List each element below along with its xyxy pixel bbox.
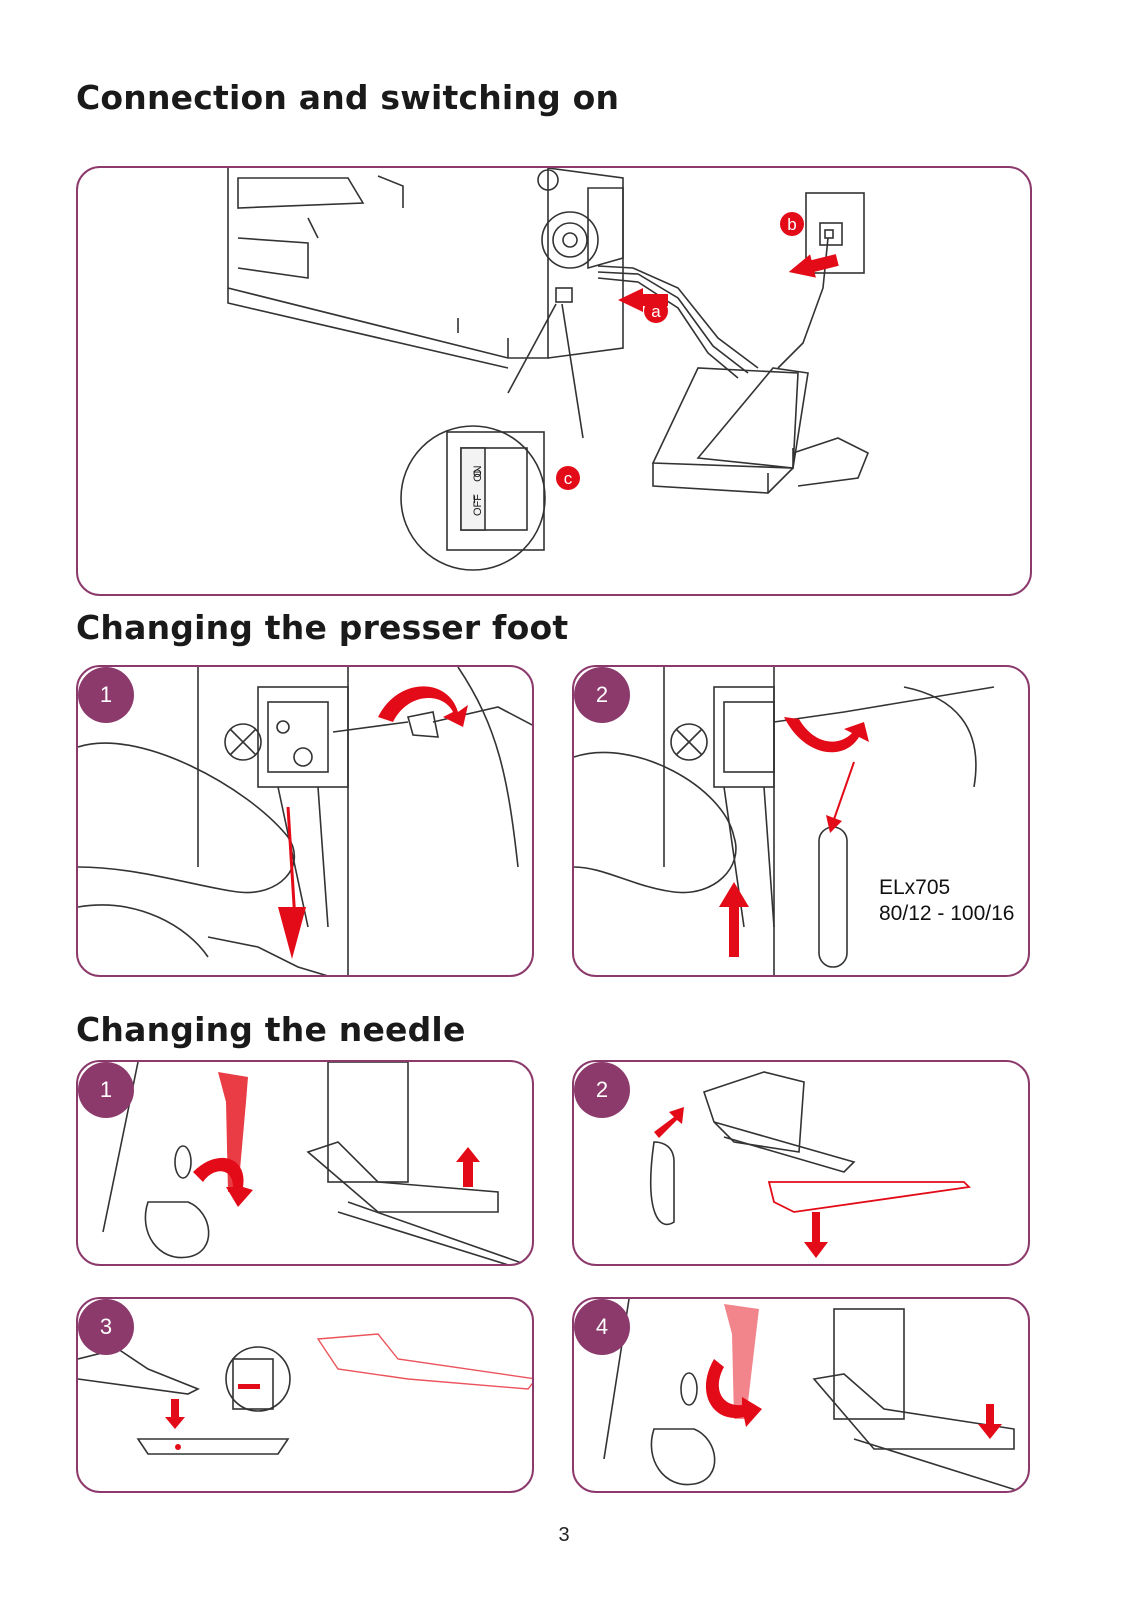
needle-step-2: 2 xyxy=(572,1060,1030,1266)
presser-foot-step-1: 1 xyxy=(76,665,534,977)
section-title-needle: Changing the needle xyxy=(76,1010,466,1049)
connection-illustration xyxy=(78,168,1032,596)
needle-step-3: 3 xyxy=(76,1297,534,1493)
page-number: 3 xyxy=(0,1524,1128,1547)
callout-b: b xyxy=(780,212,804,236)
needle-step-badge-2: 2 xyxy=(574,1062,630,1118)
needle-step-4: 4 xyxy=(572,1297,1030,1493)
callout-c: c xyxy=(556,466,580,490)
on-symbol: I xyxy=(473,494,482,506)
callout-a: a xyxy=(644,299,668,323)
step-badge-1: 1 xyxy=(78,667,134,723)
needle-step-badge-1: 1 xyxy=(78,1062,134,1118)
needle-step-1: 1 xyxy=(76,1060,534,1266)
section-title-connection: Connection and switching on xyxy=(76,78,619,117)
needle-step-2-illustration xyxy=(574,1062,1030,1266)
needle-step-1-illustration xyxy=(78,1062,534,1266)
step-badge-2: 2 xyxy=(574,667,630,723)
connection-illustration-panel: a b c OFF ON O I xyxy=(76,166,1032,596)
needle-sizes: 80/12 - 100/16 xyxy=(879,901,1014,927)
presser-foot-step-2-illustration xyxy=(574,667,1030,977)
needle-step-badge-4: 4 xyxy=(574,1299,630,1355)
presser-foot-step-1-illustration xyxy=(78,667,534,977)
needle-step-4-illustration xyxy=(574,1299,1030,1493)
needle-step-badge-3: 3 xyxy=(78,1299,134,1355)
needle-spec-text: ELx705 80/12 - 100/16 xyxy=(879,875,1014,927)
needle-type: ELx705 xyxy=(879,875,1014,901)
section-title-presser-foot: Changing the presser foot xyxy=(76,608,568,647)
presser-foot-step-2: 2 ELx705 80/12 - 100/16 xyxy=(572,665,1030,977)
needle-step-3-illustration xyxy=(78,1299,534,1493)
off-symbol: O xyxy=(473,468,482,480)
